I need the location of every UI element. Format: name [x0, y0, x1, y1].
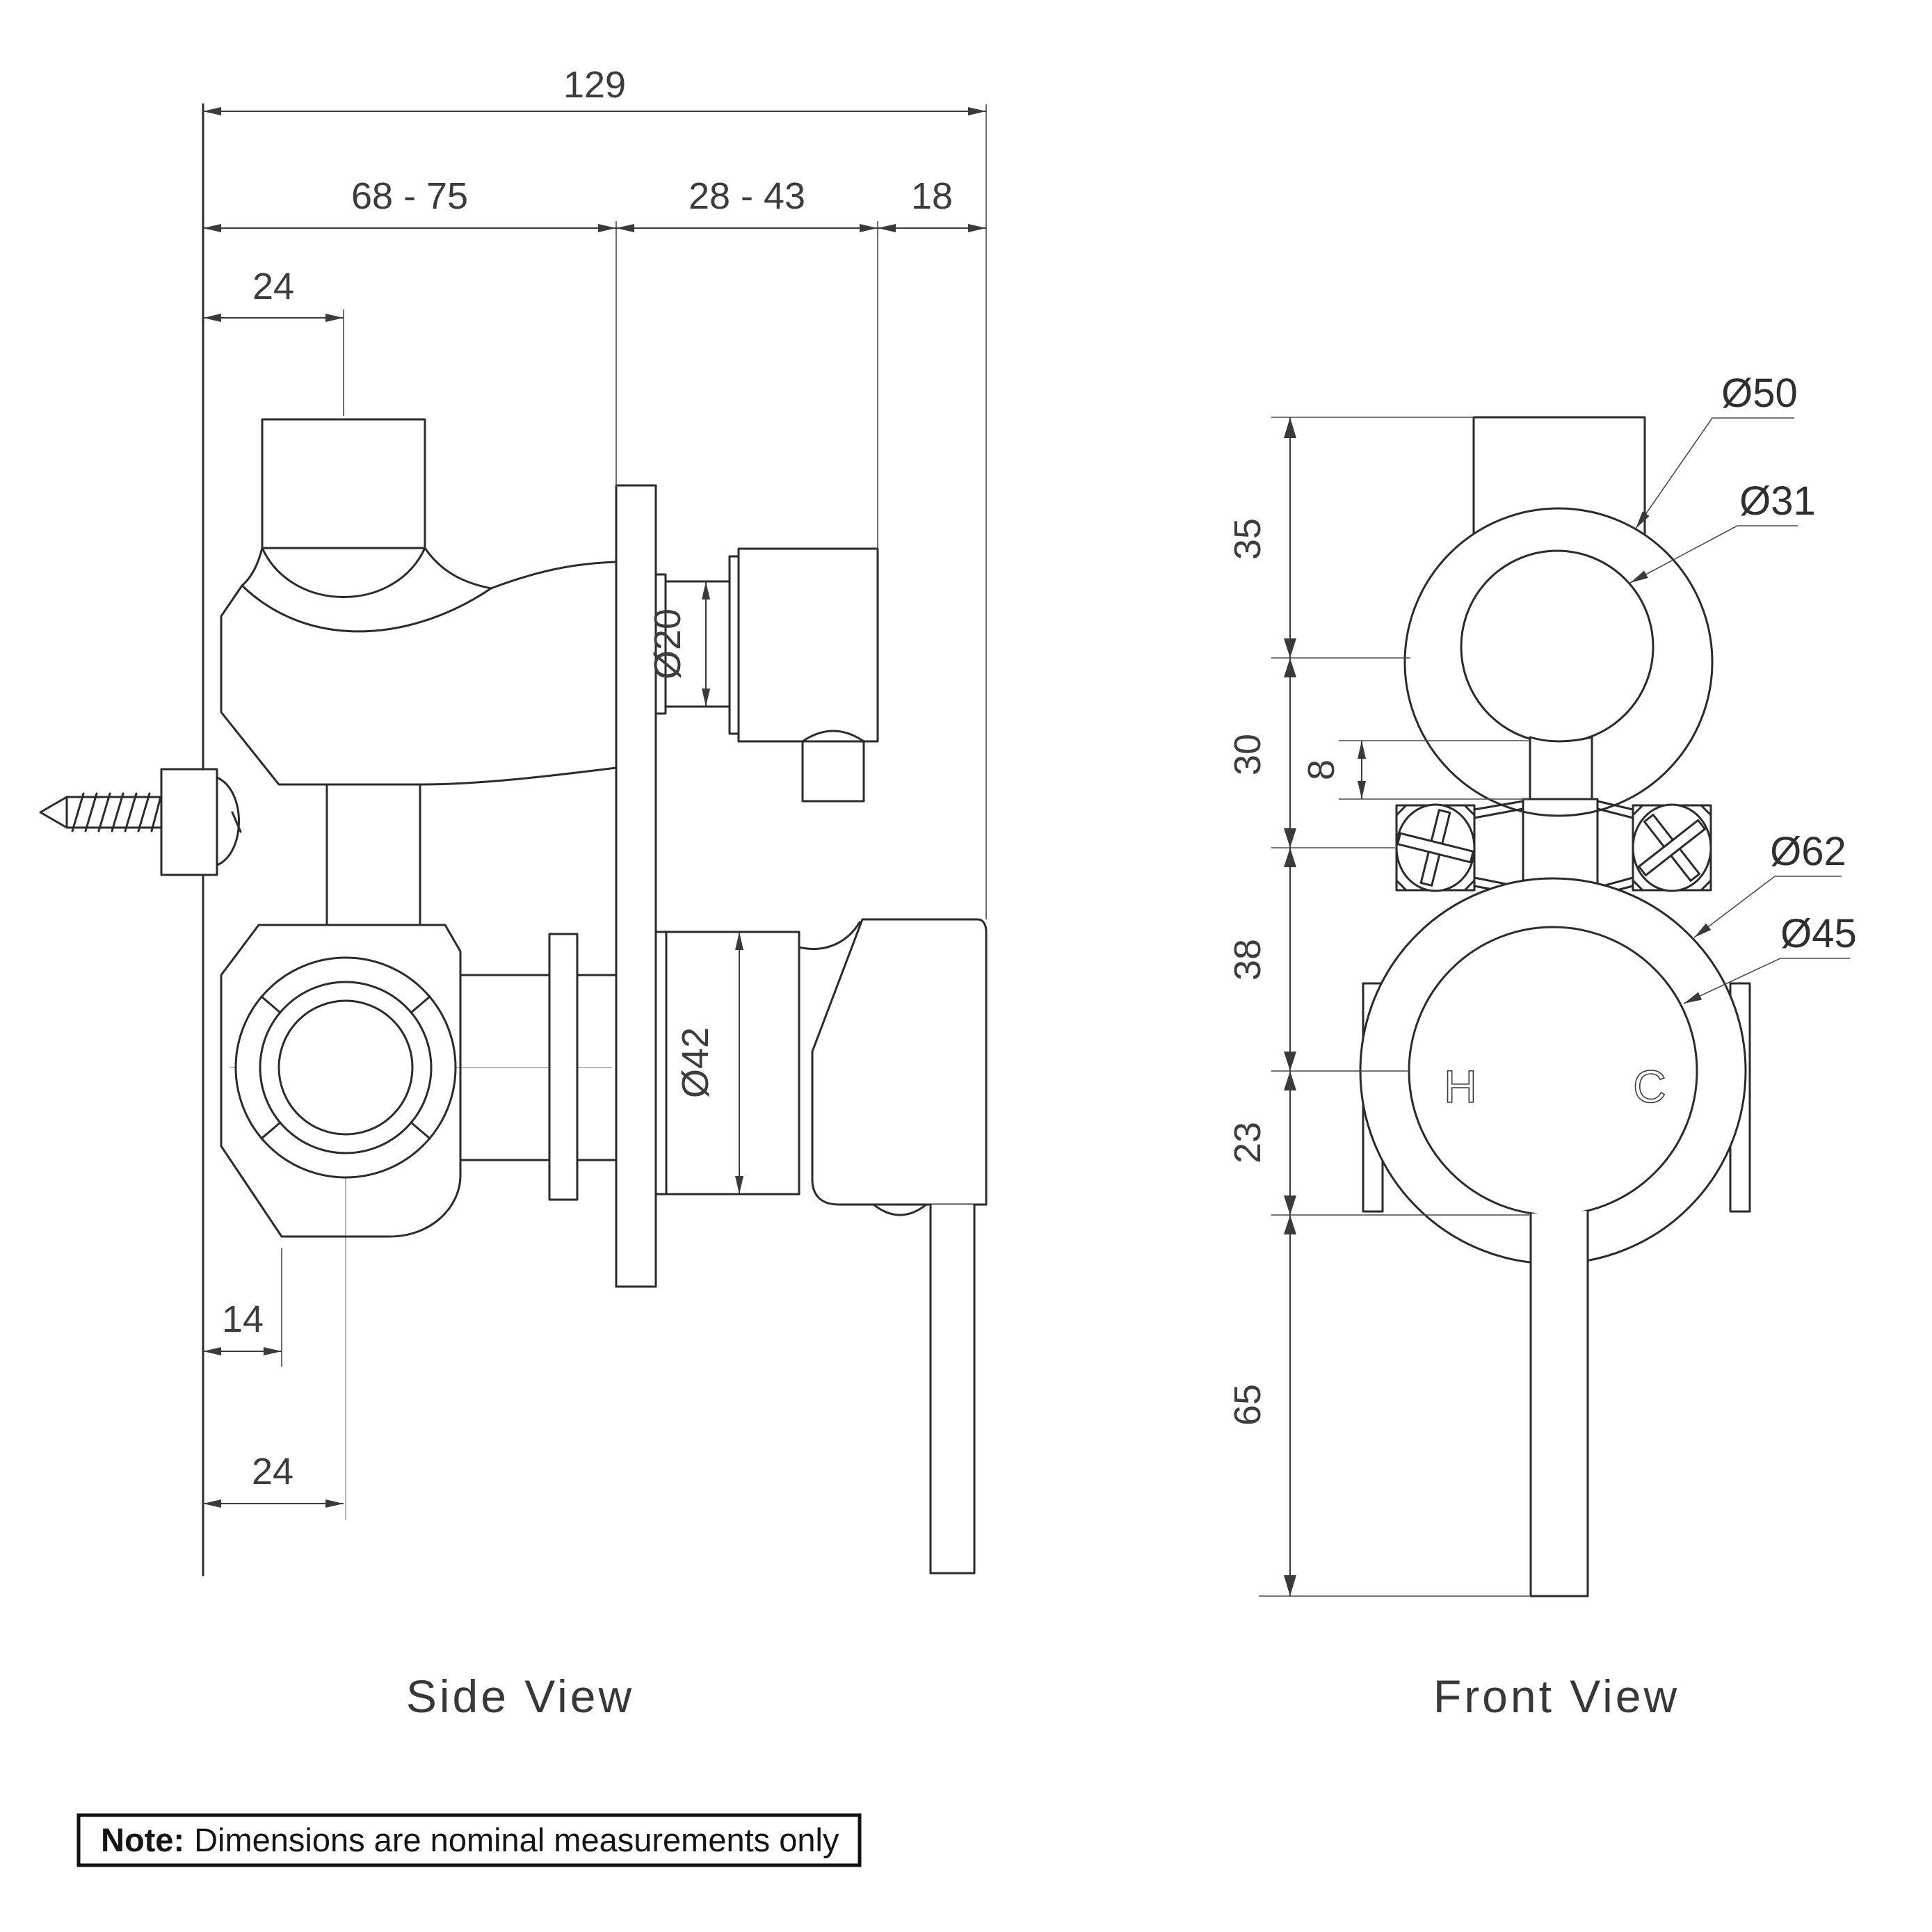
cold-indicator: C — [1633, 1061, 1666, 1112]
dim-rough-in: 68 - 75 — [351, 175, 468, 217]
dim-clamp-to-dial: 38 — [1227, 939, 1269, 981]
callout-dial-outer: Ø62 — [1770, 829, 1846, 874]
mixer-cylinder — [654, 931, 800, 1196]
note-box: Note: Dimensions are nominal measurements… — [77, 1813, 862, 1867]
dim-body-diameter: Ø42 — [675, 1027, 716, 1098]
tee-saddle-outer — [241, 561, 618, 633]
outlet-spout-curve — [801, 730, 865, 743]
outlet-elbow-block — [737, 547, 879, 743]
dim-foot-offset: 14 — [222, 1298, 264, 1340]
lower-body-outline — [220, 924, 462, 1238]
connecting-stub — [1529, 736, 1593, 800]
hot-indicator: H — [1444, 1061, 1477, 1112]
dim-pipe-to-center: 35 — [1227, 518, 1269, 560]
dim-adjust-range: 28 - 43 — [689, 175, 805, 217]
dim-overall-width: 129 — [563, 64, 626, 106]
handle-lever-front — [1529, 1211, 1589, 1597]
dim-center-offset: 24 — [252, 1451, 293, 1492]
upper-body-outline — [220, 584, 618, 786]
dim-center-to-clamp: 30 — [1227, 734, 1269, 775]
inlet-boss — [234, 956, 457, 1179]
chain-ticks — [1284, 638, 1296, 1234]
dim-trim-depth: 18 — [911, 175, 953, 217]
front-view-drawing: H C 35 30 38 — [1227, 371, 1857, 1722]
dim-handle-length: 65 — [1227, 1384, 1269, 1426]
dim-outlet-diameter: Ø20 — [647, 609, 689, 679]
front-view-title: Front View — [1433, 1671, 1680, 1722]
right-phillips-cross-icon — [1638, 814, 1706, 882]
outlet-collar — [728, 555, 740, 735]
note-label: Note: — [101, 1821, 184, 1858]
callout-dial-inner: Ø45 — [1780, 911, 1857, 956]
svg-text:Note:Dimensions are nominal me: Note: Dimensions are nominal measurements… — [101, 1821, 839, 1858]
note-text: Dimensions are nominal measurements only — [194, 1821, 839, 1858]
wood-screw-icon — [39, 768, 242, 876]
dim-stub-height: 8 — [1301, 759, 1342, 780]
handle-lever-side — [929, 1205, 976, 1575]
dim-dial-to-handle: 23 — [1227, 1122, 1269, 1164]
tee-saddle-inner — [261, 547, 426, 598]
handle-base — [811, 918, 988, 1206]
tee-fillet-right — [424, 547, 492, 590]
grub-screw-arc — [872, 1203, 928, 1216]
diameter-callouts: Ø50 Ø31 Ø62 Ø45 — [1629, 371, 1857, 1004]
outlet-spout — [801, 740, 865, 803]
dial-outer-circle — [1359, 877, 1747, 1265]
dim-top-offset: 24 — [252, 266, 294, 307]
wall-plate — [615, 484, 657, 1288]
tee-fillet-left — [241, 547, 264, 587]
side-view-drawing: 129 68 - 75 28 - 43 18 24 Ø20 Ø42 14 — [39, 64, 988, 1722]
callout-top-inner: Ø31 — [1739, 478, 1816, 524]
top-trim-outer-circle — [1403, 507, 1714, 817]
front-view-dimensions: 35 30 38 23 65 8 — [1227, 417, 1531, 1597]
handle-base-fillet — [798, 921, 861, 950]
side-view-dimensions: 129 68 - 75 28 - 43 18 24 Ø20 Ø42 14 — [203, 64, 987, 1508]
callout-top-outer: Ø50 — [1721, 371, 1798, 416]
top-inlet-pipe — [261, 418, 426, 549]
rear-collar — [548, 933, 579, 1201]
left-phillips-cross-icon — [1396, 809, 1474, 887]
side-view-title: Side View — [406, 1671, 634, 1722]
note-border — [77, 1813, 862, 1867]
